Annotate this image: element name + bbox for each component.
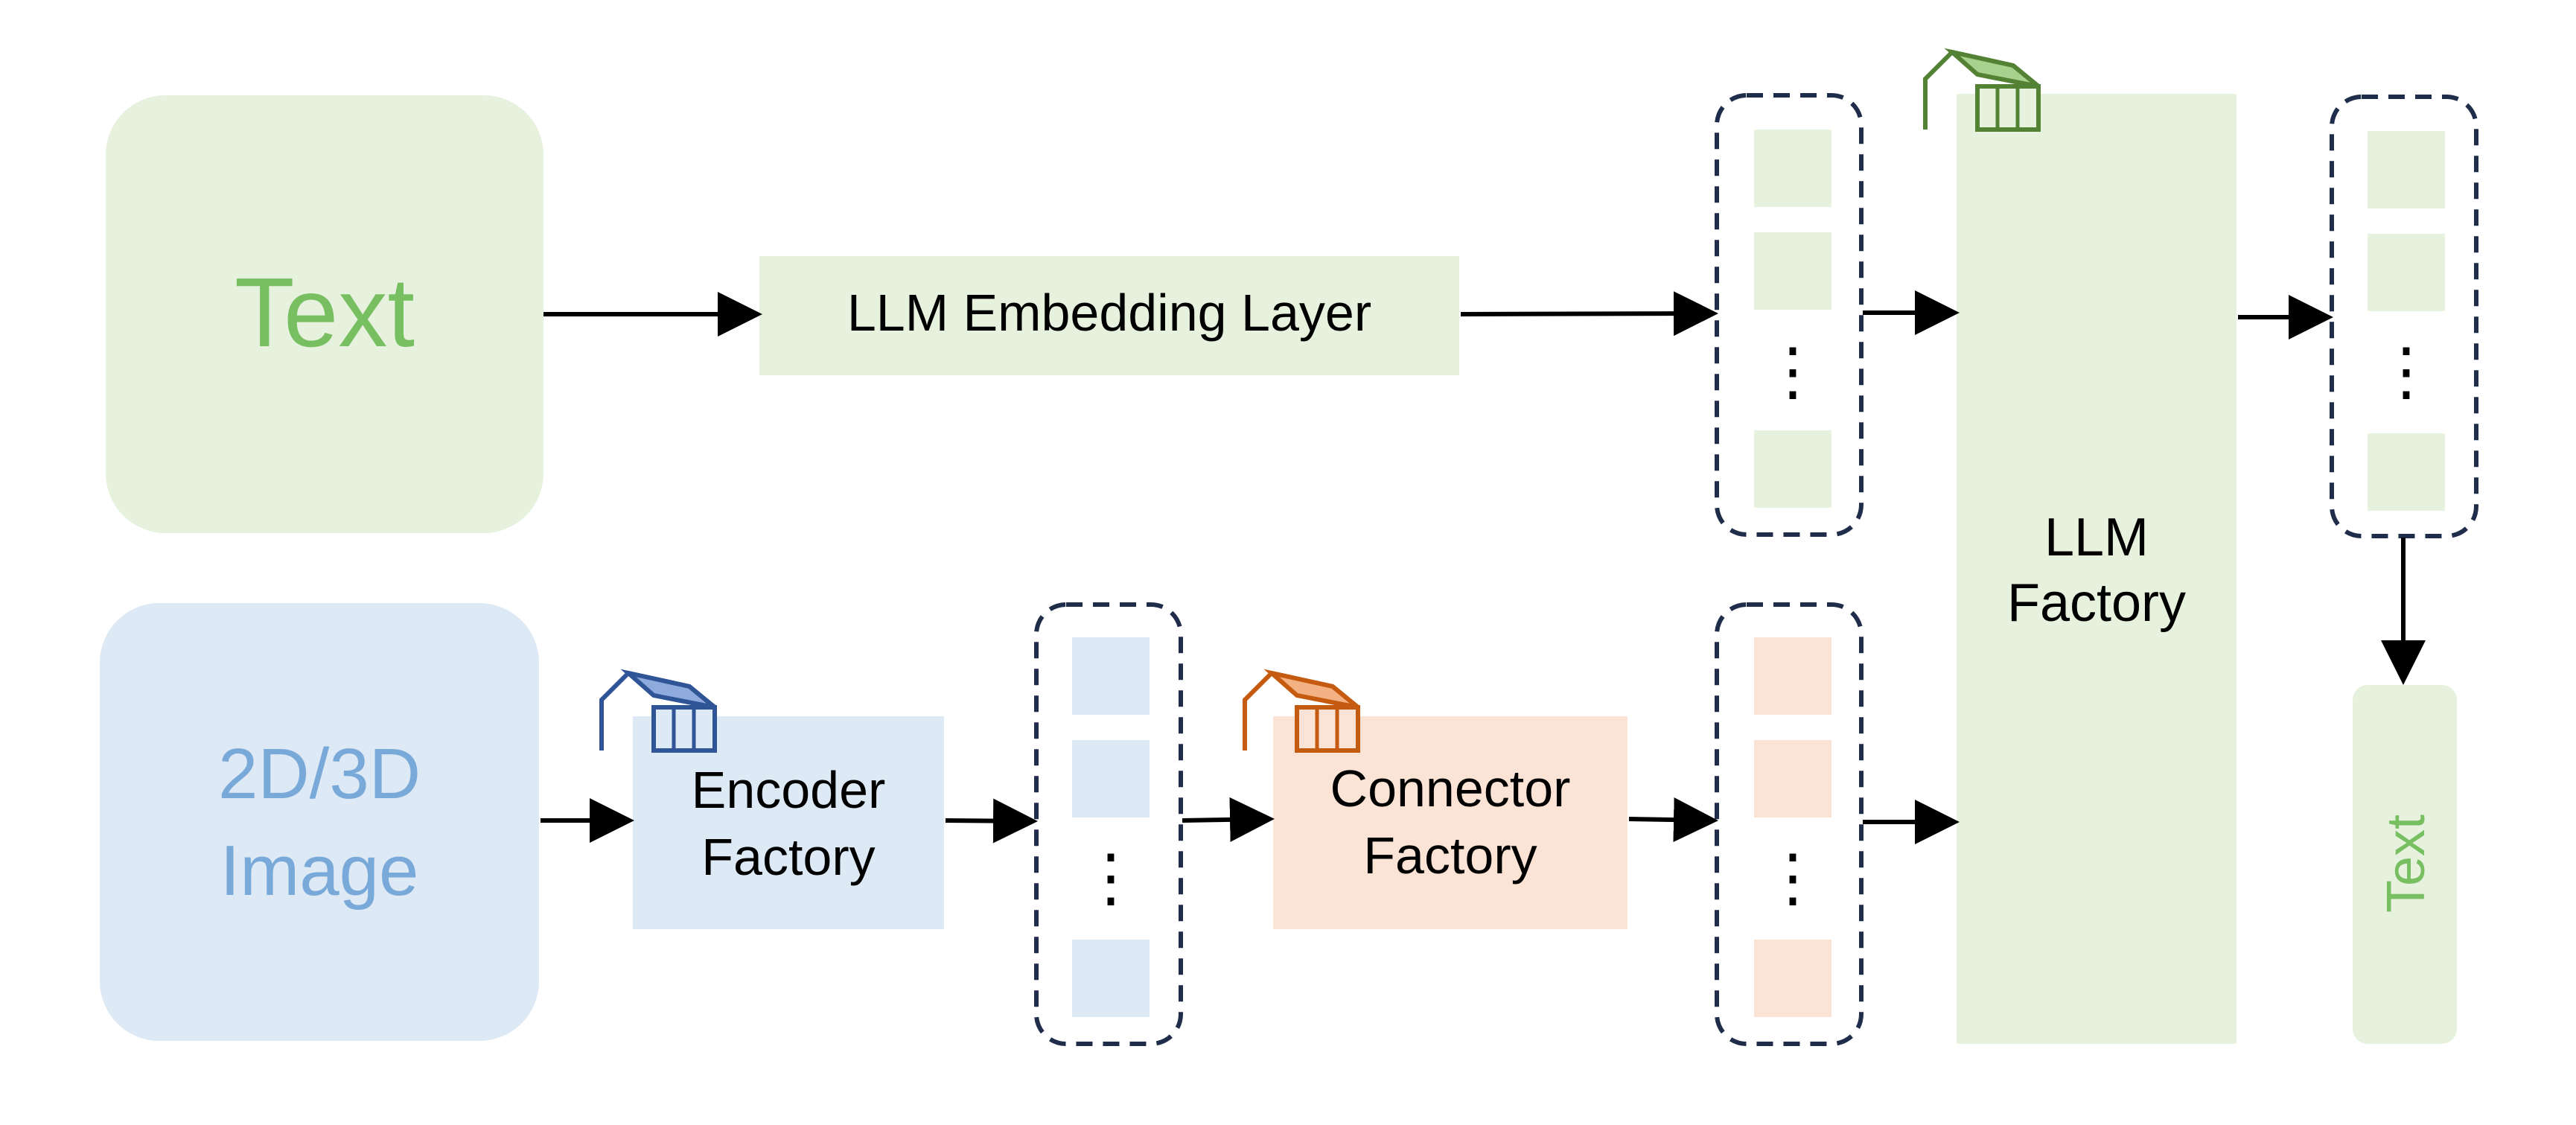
token-stack-text: ⋮ (1715, 93, 1864, 537)
token (1754, 232, 1831, 310)
token-stack-output: ⋮ (2330, 95, 2478, 538)
arrow-stack-to-connector (1182, 797, 1275, 842)
ellipsis: ⋮ (1761, 842, 1825, 914)
encoder-factory-label-line1: Encoder (692, 761, 886, 819)
factory-icon (599, 669, 717, 753)
token (1754, 130, 1831, 207)
embedding-layer-label: LLM Embedding Layer (847, 284, 1371, 342)
token (1754, 430, 1831, 508)
text-input-label: Text (235, 258, 415, 367)
token (1754, 740, 1831, 818)
connector-factory-label-line1: Connector (1330, 759, 1571, 818)
encoder-factory-label-line2: Factory (701, 828, 875, 886)
text-output-label: Text (2376, 815, 2436, 913)
token (1072, 740, 1150, 818)
token (2368, 131, 2445, 208)
token-stack-connector: ⋮ (1715, 602, 1864, 1046)
token (2368, 433, 2445, 511)
token (1072, 940, 1150, 1017)
image-input-label-line2: Image (220, 831, 419, 911)
connector-factory-label-line2: Factory (1363, 826, 1537, 885)
arrow-encoder-to-stack (945, 798, 1038, 844)
llm-factory-label-line1: LLM (2044, 508, 2149, 567)
factory-icon (1923, 48, 2041, 132)
encoder-factory-box: Encoder Factory (633, 716, 944, 929)
image-input-box: 2D/3D Image (100, 603, 539, 1041)
token (2368, 234, 2445, 311)
token (1754, 940, 1831, 1017)
ellipsis: ⋮ (1761, 336, 1825, 407)
llm-factory-box: LLM Factory (1957, 94, 2237, 1044)
ellipsis: ⋮ (1079, 842, 1143, 914)
token (1072, 637, 1150, 715)
arrow-connector-to-stack (1628, 797, 1718, 843)
token (1754, 637, 1831, 715)
image-input-label-line1: 2D/3D (218, 734, 421, 814)
ellipsis: ⋮ (2374, 336, 2438, 407)
embedding-layer-box: LLM Embedding Layer (759, 256, 1459, 375)
text-output-box: Text (2353, 685, 2457, 1044)
text-input-box: Text (106, 95, 543, 533)
llm-factory-label-line2: Factory (2007, 573, 2186, 633)
arrow-embedding-to-stack (1460, 291, 1718, 337)
token-stack-image: ⋮ (1034, 602, 1183, 1046)
arrows (541, 290, 2426, 844)
factory-icon (1243, 669, 1360, 753)
